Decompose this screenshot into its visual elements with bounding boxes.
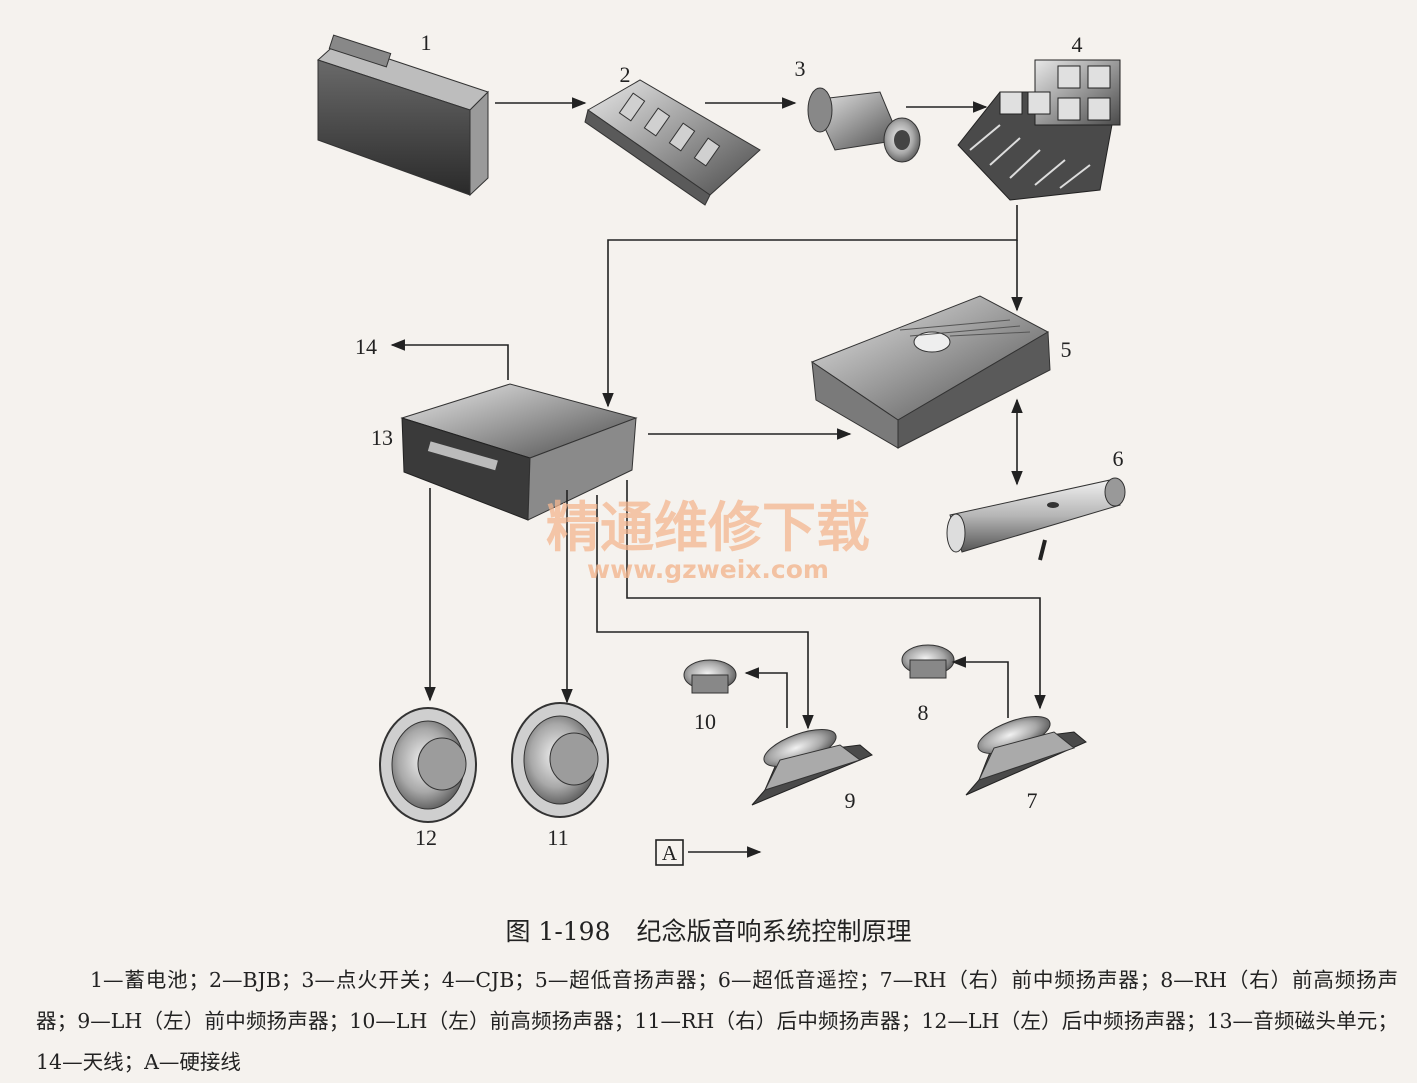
cjb-junction-box bbox=[957, 59, 1121, 201]
hardwire-marker-box bbox=[655, 839, 684, 866]
arrow-head-unit-to-speaker-7 bbox=[626, 480, 1046, 710]
ignition-switch bbox=[807, 87, 921, 163]
label-2: 2 bbox=[620, 62, 631, 87]
diagram-canvas: A 精通维修下载 www.gzweix.com 1 2 3 4 5 6 7 8 … bbox=[317, 30, 1126, 866]
label-9: 9 bbox=[845, 788, 856, 813]
hardwire-marker: A bbox=[662, 841, 678, 865]
label-11: 11 bbox=[547, 825, 568, 850]
rh-front-midrange-speaker bbox=[965, 716, 1087, 796]
figure-number: 图 1-198 bbox=[505, 917, 611, 946]
figure-caption: 图 1-198 纪念版音响系统控制原理 bbox=[0, 912, 1417, 948]
label-6: 6 bbox=[1113, 446, 1124, 471]
lh-front-midrange-speaker bbox=[751, 729, 873, 806]
lh-rear-midrange-speaker bbox=[379, 707, 477, 823]
arrow-head-unit-to-speaker-9 bbox=[596, 495, 814, 730]
watermark-url: www.gzweix.com bbox=[587, 555, 829, 584]
label-13: 13 bbox=[371, 425, 393, 450]
watermark-title: 精通维修下载 bbox=[546, 496, 870, 559]
arrow-cjb-to-head-unit bbox=[602, 205, 1018, 408]
audio-head-unit bbox=[400, 383, 638, 521]
arrow-speaker-9-to-tweeter-10 bbox=[744, 667, 788, 728]
label-3: 3 bbox=[795, 56, 806, 81]
label-8: 8 bbox=[918, 700, 929, 725]
rh-rear-midrange-speaker bbox=[511, 702, 609, 818]
bjb-junction-box bbox=[584, 79, 761, 206]
arrow-head-unit-to-antenna bbox=[390, 339, 509, 380]
connection-lines bbox=[390, 97, 1046, 858]
label-4: 4 bbox=[1072, 32, 1083, 57]
lh-front-tweeter bbox=[683, 659, 737, 694]
subwoofer-enclosure bbox=[810, 295, 1051, 449]
figure-title: 纪念版音响系统控制原理 bbox=[636, 917, 912, 946]
label-12: 12 bbox=[415, 825, 437, 850]
subwoofer-remote-control bbox=[946, 477, 1126, 561]
rh-front-tweeter bbox=[901, 644, 955, 679]
label-7: 7 bbox=[1027, 788, 1038, 813]
label-5: 5 bbox=[1061, 337, 1072, 362]
battery bbox=[317, 34, 489, 197]
label-14: 14 bbox=[355, 334, 377, 359]
label-1: 1 bbox=[421, 30, 432, 55]
label-10: 10 bbox=[694, 709, 716, 734]
figure-legend: 1—蓄电池；2—BJB；3—点火开关；4—CJB；5—超低音扬声器；6—超低音遥… bbox=[36, 968, 1398, 1074]
arrow-speaker-7-to-tweeter-8 bbox=[951, 656, 1009, 718]
